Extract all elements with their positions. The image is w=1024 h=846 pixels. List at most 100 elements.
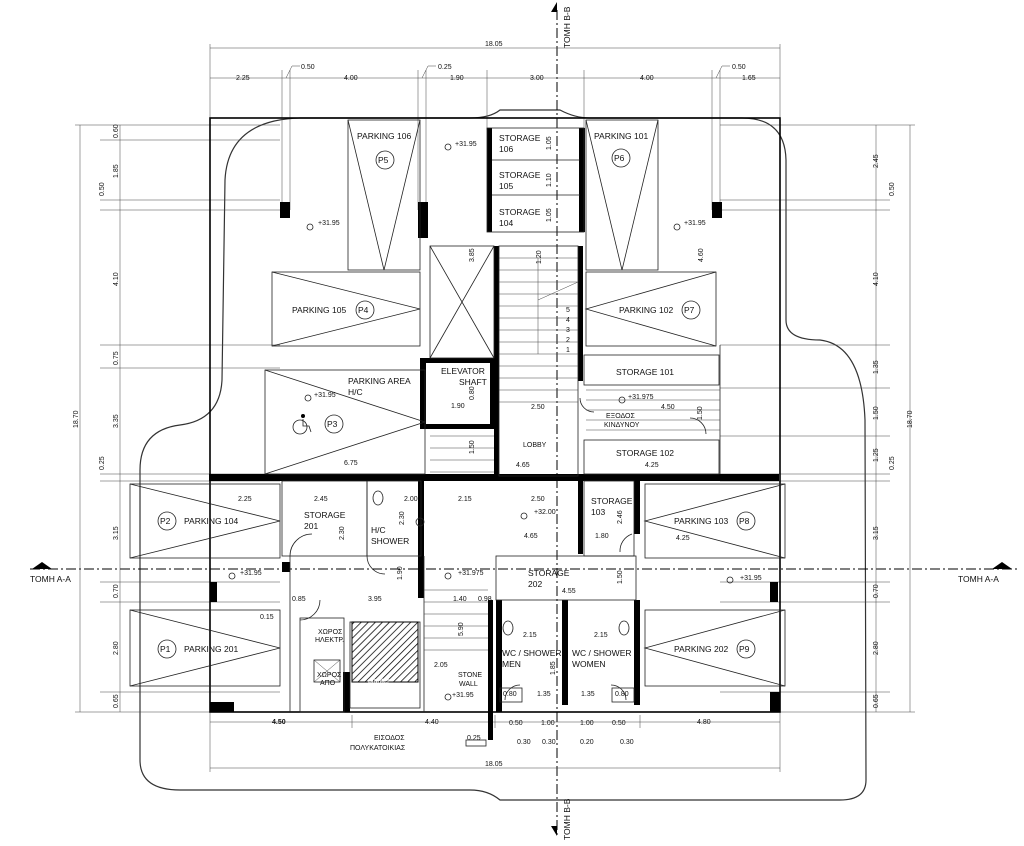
svg-text:0.30: 0.30 xyxy=(620,739,634,746)
svg-text:4: 4 xyxy=(566,317,570,324)
svg-text:1.20: 1.20 xyxy=(536,250,543,264)
svg-text:0.30: 0.30 xyxy=(542,739,556,746)
svg-text:0.30: 0.30 xyxy=(517,739,531,746)
svg-text:0.25: 0.25 xyxy=(889,456,896,470)
svg-text:ΕΞΟΔΟΣ: ΕΞΟΔΟΣ xyxy=(606,413,635,420)
svg-text:PARKING 202: PARKING 202 xyxy=(674,644,728,654)
svg-text:4.55: 4.55 xyxy=(562,588,576,595)
svg-text:P2: P2 xyxy=(160,516,171,526)
section-a-left-arrow xyxy=(32,562,52,569)
svg-text:PARKING AREA: PARKING AREA xyxy=(348,376,411,386)
svg-text:4.00: 4.00 xyxy=(640,75,654,82)
doors xyxy=(289,397,707,701)
svg-text:105: 105 xyxy=(499,181,513,191)
svg-text:1.35: 1.35 xyxy=(581,691,595,698)
svg-text:2.25: 2.25 xyxy=(236,75,250,82)
svg-text:0.65: 0.65 xyxy=(113,694,120,708)
svg-text:18.05: 18.05 xyxy=(485,761,503,768)
svg-text:1.35: 1.35 xyxy=(873,360,880,374)
inner-dimensions: 3.85 1.90 0.80 2.50 4.50 1.50 6.75 1.50 … xyxy=(238,136,705,746)
svg-text:3: 3 xyxy=(566,327,570,334)
svg-text:STORAGE: STORAGE xyxy=(499,133,541,143)
svg-text:4.25: 4.25 xyxy=(676,535,690,542)
svg-text:0.70: 0.70 xyxy=(873,584,880,598)
bottom-dimensions: 4.50 4.40 4.80 18.05 xyxy=(209,700,781,772)
svg-text:PARKING 102: PARKING 102 xyxy=(619,305,673,315)
svg-text:P9: P9 xyxy=(739,644,750,654)
svg-text:ΧΩΡΟΣ: ΧΩΡΟΣ xyxy=(317,672,342,679)
section-a-right-label: ΤΟΜΗ Α-Α xyxy=(958,574,999,584)
left-dimensions: 18.70 0.60 1.85 0.50 4.10 0.75 3.35 0.25… xyxy=(73,124,280,713)
svg-text:202: 202 xyxy=(528,579,542,589)
svg-text:18.05: 18.05 xyxy=(485,41,503,48)
svg-text:0.80: 0.80 xyxy=(615,691,629,698)
svg-text:1.80: 1.80 xyxy=(595,533,609,540)
svg-text:STORAGE 101: STORAGE 101 xyxy=(616,367,674,377)
svg-text:H/C: H/C xyxy=(348,387,363,397)
svg-text:4.10: 4.10 xyxy=(873,272,880,286)
svg-text:6.75: 6.75 xyxy=(344,460,358,467)
svg-text:4.25: 4.25 xyxy=(645,462,659,469)
svg-text:2.15: 2.15 xyxy=(458,496,472,503)
svg-text:STORAGE: STORAGE xyxy=(528,568,570,578)
svg-text:103: 103 xyxy=(591,507,605,517)
svg-text:+31.975: +31.975 xyxy=(458,570,484,577)
svg-text:0.80: 0.80 xyxy=(469,386,476,400)
svg-text:P4: P4 xyxy=(358,305,369,315)
stair-treads xyxy=(424,257,720,651)
svg-text:1.50: 1.50 xyxy=(873,406,880,420)
svg-text:+31.95: +31.95 xyxy=(318,220,340,227)
svg-text:ΑΠΟ: ΑΠΟ xyxy=(320,680,336,687)
svg-text:P7: P7 xyxy=(684,305,695,315)
svg-text:SHAFT: SHAFT xyxy=(459,377,487,387)
svg-text:4.50: 4.50 xyxy=(661,404,675,411)
svg-text:1.50: 1.50 xyxy=(617,570,624,584)
svg-text:2.25: 2.25 xyxy=(238,496,252,503)
svg-text:3.35: 3.35 xyxy=(113,414,120,428)
svg-text:0.80: 0.80 xyxy=(503,691,517,698)
svg-text:WALL: WALL xyxy=(459,681,478,688)
svg-text:0.50: 0.50 xyxy=(301,64,315,71)
svg-text:0.85: 0.85 xyxy=(292,596,306,603)
svg-text:3.85: 3.85 xyxy=(469,248,476,262)
svg-text:1.25: 1.25 xyxy=(873,448,880,462)
svg-text:2.15: 2.15 xyxy=(594,632,608,639)
svg-text:1.00: 1.00 xyxy=(580,720,594,727)
svg-text:201: 201 xyxy=(304,521,318,531)
svg-text:P8: P8 xyxy=(739,516,750,526)
svg-text:SHOWER: SHOWER xyxy=(371,536,409,546)
svg-text:4.65: 4.65 xyxy=(524,533,538,540)
svg-text:4.00: 4.00 xyxy=(344,75,358,82)
section-b-bottom-arrow xyxy=(551,826,557,836)
svg-text:0.60: 0.60 xyxy=(113,124,120,138)
svg-text:1.50: 1.50 xyxy=(697,406,704,420)
svg-text:3.00: 3.00 xyxy=(530,75,544,82)
svg-text:2.45: 2.45 xyxy=(314,496,328,503)
svg-text:4.80: 4.80 xyxy=(697,719,711,726)
room-labels: PARKING 106 P5 PARKING 101 P6 STORAGE 10… xyxy=(157,131,756,752)
svg-text:1.05: 1.05 xyxy=(546,136,553,150)
svg-text:0.98: 0.98 xyxy=(478,596,492,603)
svg-text:PARKING 201: PARKING 201 xyxy=(184,644,238,654)
svg-text:STORAGE: STORAGE xyxy=(304,510,346,520)
section-b-bottom-label: ΤΟΜΗ Β-Β xyxy=(562,798,572,840)
svg-text:2.80: 2.80 xyxy=(873,641,880,655)
svg-text:WOMEN: WOMEN xyxy=(572,659,606,669)
svg-text:5: 5 xyxy=(566,307,570,314)
svg-text:P5: P5 xyxy=(378,155,389,165)
parking-bays xyxy=(129,119,786,687)
svg-text:PARKING 105: PARKING 105 xyxy=(292,305,346,315)
svg-text:0.25: 0.25 xyxy=(438,64,452,71)
svg-text:2.80: 2.80 xyxy=(113,641,120,655)
planter xyxy=(351,621,419,683)
svg-text:0.75: 0.75 xyxy=(113,351,120,365)
svg-text:0.65: 0.65 xyxy=(873,694,880,708)
svg-text:0.50: 0.50 xyxy=(509,720,523,727)
svg-text:STORAGE: STORAGE xyxy=(499,207,541,217)
svg-text:+31.95: +31.95 xyxy=(314,392,336,399)
svg-text:STORAGE 102: STORAGE 102 xyxy=(616,448,674,458)
svg-text:0.25: 0.25 xyxy=(467,735,481,742)
svg-text:PARKING 104: PARKING 104 xyxy=(184,516,238,526)
svg-text:2.50: 2.50 xyxy=(531,496,545,503)
svg-text:106: 106 xyxy=(499,144,513,154)
